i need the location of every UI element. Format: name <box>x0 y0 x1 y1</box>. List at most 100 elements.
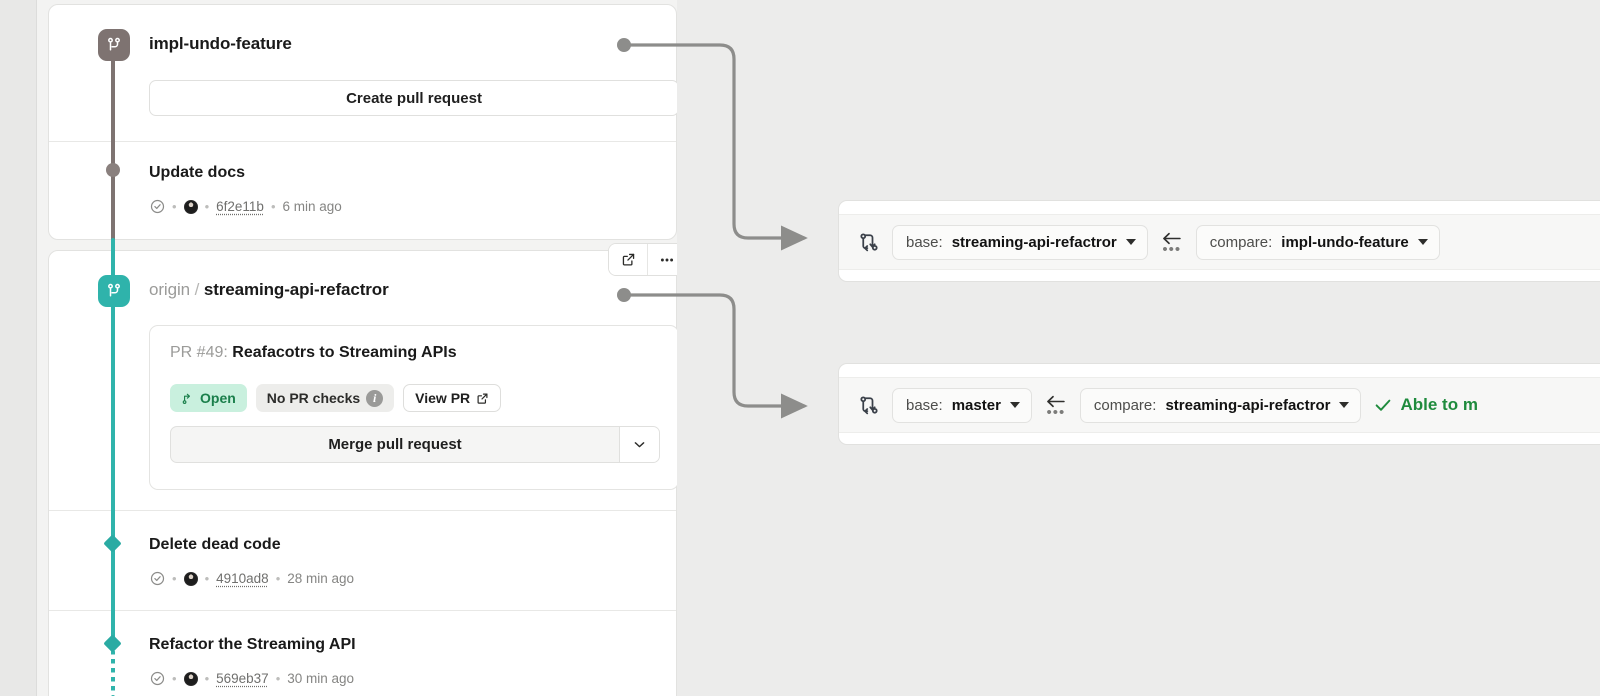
open-external-icon <box>477 393 488 404</box>
meta-separator: • <box>275 671 281 686</box>
card-divider <box>49 510 676 511</box>
pr-checks-badge[interactable]: No PR checks i <box>255 384 395 412</box>
direction-dots: ••• <box>1046 404 1066 421</box>
pr-number-label: PR #49: <box>170 344 228 361</box>
chevron-down-icon <box>1339 402 1350 408</box>
pr-checks-label: No PR checks <box>266 390 361 406</box>
commit-node-refactor-streaming-api <box>103 634 122 653</box>
commit-title-delete-dead-code[interactable]: Delete dead code <box>149 536 281 553</box>
compare-prefix-label: compare: <box>1093 396 1157 414</box>
compare-prefix-label: compare: <box>1209 233 1273 251</box>
pull-request-icon <box>182 393 191 404</box>
chevron-down-icon <box>1417 239 1428 245</box>
author-avatar <box>183 671 198 686</box>
author-avatar <box>183 199 198 214</box>
more-options-icon[interactable] <box>647 244 677 275</box>
direction-dots: ••• <box>1162 241 1182 258</box>
arrow-left-icon <box>1163 232 1181 245</box>
branch-name-text: impl-undo-feature <box>149 34 292 53</box>
git-branch-icon <box>98 29 130 61</box>
git-compare-icon <box>860 396 878 415</box>
card-divider <box>49 610 676 611</box>
git-branch-icon <box>98 275 130 307</box>
create-pull-request-button[interactable]: Create pull request <box>149 80 677 116</box>
branch-list-panel: impl-undo-feature Create pull request Up… <box>37 0 677 696</box>
status-badge-label: Open <box>200 390 236 406</box>
compare-branch-value: impl-undo-feature <box>1281 233 1409 251</box>
open-external-icon[interactable] <box>609 244 647 275</box>
compare-branch-select[interactable]: compare: streaming-api-refactror <box>1079 387 1362 423</box>
commit-title-refactor-streaming-api[interactable]: Refactor the Streaming API <box>149 636 356 653</box>
merge-status-label: Able to m <box>1400 395 1478 414</box>
view-pr-label: View PR <box>415 390 471 406</box>
compare-card-streaming-api-refactror: base: master ••• compare: streaming-api-… <box>838 363 1600 445</box>
status-badge-open: Open <box>170 384 247 412</box>
connector-origin-dot-2 <box>617 288 631 302</box>
compare-card-impl-undo-feature: base: streaming-api-refactror ••• compar… <box>838 200 1600 282</box>
pr-chip-row: Open No PR checks i View PR <box>170 384 502 412</box>
chevron-down-icon <box>1125 239 1136 245</box>
check-circle-icon <box>150 199 165 214</box>
meta-separator: • <box>172 671 177 686</box>
check-icon <box>1376 399 1391 411</box>
compare-branch-select[interactable]: compare: impl-undo-feature <box>1195 224 1440 260</box>
commit-sha-link[interactable]: 569eb37 <box>216 671 269 686</box>
info-icon[interactable]: i <box>366 389 384 407</box>
base-branch-select[interactable]: base: master <box>892 387 1032 423</box>
commit-timestamp: 28 min ago <box>287 571 355 586</box>
compare-row: base: streaming-api-refactror ••• compar… <box>839 214 1600 270</box>
merge-pull-request-button[interactable]: Merge pull request <box>170 426 660 463</box>
check-circle-icon <box>150 671 165 686</box>
meta-separator: • <box>270 199 276 214</box>
card-divider <box>49 141 676 142</box>
base-prefix-label: base: <box>906 233 943 251</box>
commit-sha-link[interactable]: 4910ad8 <box>216 571 269 586</box>
meta-separator: • <box>204 199 210 214</box>
author-avatar <box>183 571 198 586</box>
left-rail-strip <box>0 0 36 696</box>
merge-pull-request-label: Merge pull request <box>328 436 462 453</box>
branch-name-impl-undo-feature: impl-undo-feature <box>149 34 292 54</box>
chevron-down-icon <box>634 442 645 448</box>
base-branch-select[interactable]: base: streaming-api-refactror <box>892 224 1148 260</box>
compare-branch-value: streaming-api-refactror <box>1165 396 1331 414</box>
compare-row: base: master ••• compare: streaming-api-… <box>839 377 1600 433</box>
commit-meta-update-docs: • • 6f2e11b • 6 min ago <box>150 199 342 214</box>
left-rail-divider <box>36 0 37 696</box>
branch-card-impl-undo-feature[interactable] <box>48 4 677 240</box>
connector-origin-dot-1 <box>617 38 631 52</box>
branch-name-streaming-api-refactror: origin / streaming-api-refactror <box>149 280 389 300</box>
create-pull-request-label: Create pull request <box>346 89 482 107</box>
branch-remote-label: origin <box>149 280 190 299</box>
commit-title-update-docs[interactable]: Update docs <box>149 164 246 181</box>
commit-timestamp: 6 min ago <box>282 199 342 214</box>
base-branch-value: streaming-api-refactror <box>951 233 1117 251</box>
view-pr-button[interactable]: View PR <box>403 384 502 412</box>
base-prefix-label: base: <box>906 396 943 414</box>
meta-separator: • <box>204 571 210 586</box>
commit-meta-refactor-streaming-api: • • 569eb37 • 30 min ago <box>150 671 354 686</box>
pull-request-box: PR #49: Reafacotrs to Streaming APIs Ope… <box>149 325 677 490</box>
arrow-left-icon <box>1047 395 1066 408</box>
commit-sha-link[interactable]: 6f2e11b <box>216 199 264 214</box>
direction-indicator: ••• <box>1045 394 1067 421</box>
merge-status: Able to m <box>1374 395 1478 415</box>
direction-indicator: ••• <box>1161 231 1183 258</box>
commit-timestamp: 30 min ago <box>287 671 355 686</box>
chevron-down-icon <box>1009 402 1020 408</box>
branch-slash: / <box>194 280 200 299</box>
commit-meta-delete-dead-code: • • 4910ad8 • 28 min ago <box>150 571 354 586</box>
pr-title: Reafacotrs to Streaming APIs <box>232 344 457 361</box>
commit-node-delete-dead-code <box>103 534 122 553</box>
meta-separator: • <box>275 571 281 586</box>
meta-separator: • <box>204 671 210 686</box>
meta-separator: • <box>172 199 177 214</box>
base-branch-value: master <box>951 396 1001 414</box>
git-compare-icon <box>860 233 878 252</box>
commit-node-update-docs <box>106 163 120 177</box>
merge-options-dropdown[interactable] <box>619 427 659 462</box>
branch-actions-group[interactable] <box>608 243 677 276</box>
pr-heading: PR #49: Reafacotrs to Streaming APIs <box>170 344 457 362</box>
check-circle-icon <box>150 571 165 586</box>
